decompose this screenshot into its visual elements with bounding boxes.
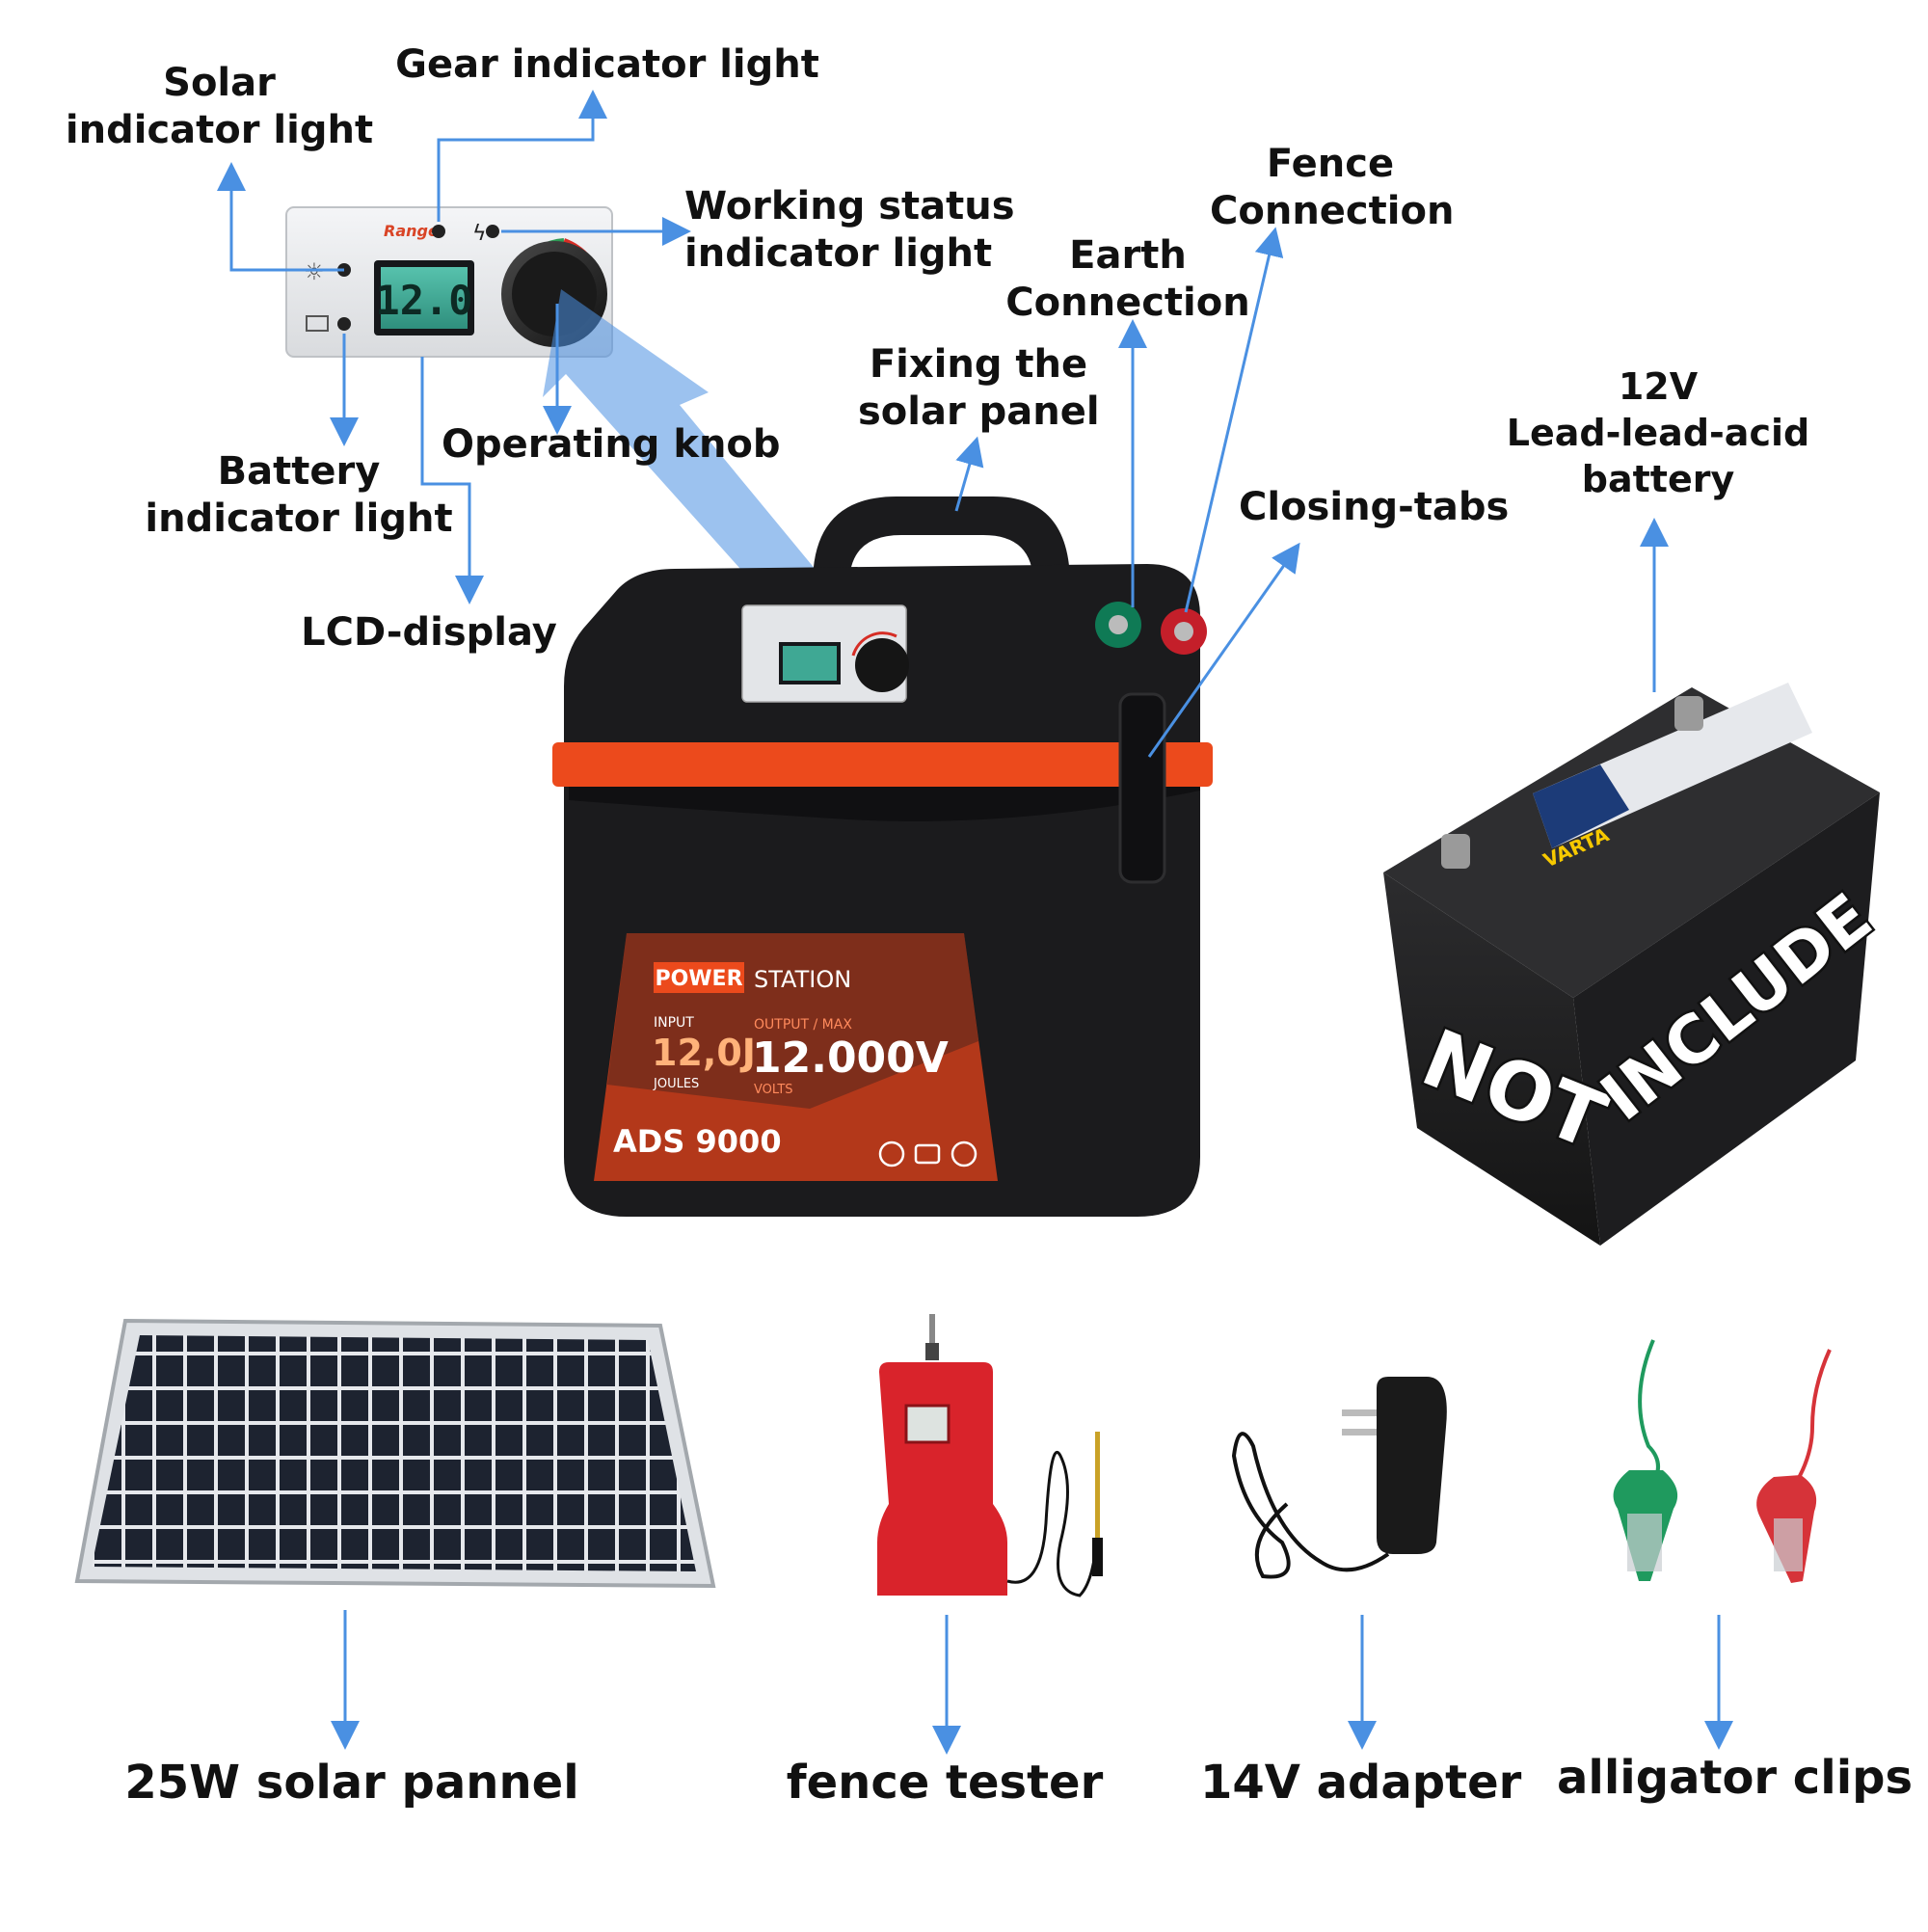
label-battery-indicator: Battery indicator light [145,449,453,541]
battery-indicator-led [337,317,351,331]
lcd-value: 12.0 [375,277,472,324]
label-battery: 12V Lead-lead-acid battery [1506,365,1810,500]
input-value: 12,0J [652,1032,756,1074]
orange-band [552,742,1213,787]
input-label: INPUT [654,1015,694,1031]
battery-terminal-right [1674,696,1703,731]
label-earth-connection: Earth Connection [1005,233,1250,325]
label-fixing-solar: Fixing the solar panel [858,342,1100,434]
battery-icon [306,315,329,332]
brand-station: STATION [754,966,851,993]
arrow-gear-indicator [437,90,607,222]
arrow-closing-tabs [1147,542,1300,758]
lead-acid-battery: VARTA NOT INCLUDE [1383,683,1888,1246]
arrow-fence-connection [1184,227,1284,613]
arrow-solar-indicator [217,162,344,272]
label-working-status: Working status indicator light [684,184,1015,276]
gear-indicator-led [432,225,445,238]
label-operating-knob: Operating knob [442,422,781,467]
label-solar-indicator: Solar indicator light [65,61,374,152]
fence-energizer-device: POWER STATION INPUT 12,0J JOULES OUTPUT … [552,496,1213,1217]
lightning-icon: ϟ [472,222,487,246]
plug-icon [878,1140,905,1167]
label-fence-connection: Fence Connection [1210,142,1455,233]
label-gear-indicator: Gear indicator light [395,42,819,87]
output-value: 12.000V [752,1033,949,1083]
label-adapter: 14V adapter [1200,1756,1522,1810]
lcd-screen [381,267,468,329]
solar-panel-image [74,1318,716,1589]
brand-power: POWER [655,967,742,991]
alligator-clips-image [1613,1339,1832,1583]
closing-tab [1118,692,1166,884]
working-status-led [486,225,499,238]
adapter-image [1231,1377,1447,1579]
input-unit: JOULES [653,1077,699,1091]
fence-tester-image [877,1314,1103,1597]
output-unit: VOLTS [754,1083,793,1097]
arrow-lcd-display [420,357,484,604]
output-label: OUTPUT / MAX [754,1017,852,1033]
label-clips: alligator clips [1557,1751,1914,1805]
model-name: ADS 9000 [613,1123,782,1160]
label-solar-panel: 25W solar pannel [124,1756,579,1810]
battery-terminal-left [1441,834,1470,869]
battery-small-icon [914,1143,941,1165]
label-lcd-display: LCD-display [301,610,557,655]
label-fence-tester: fence tester [786,1756,1104,1810]
arrow-fixing-solar [954,436,984,512]
sun-icon: ☼ [304,258,325,285]
label-closing-tabs: Closing-tabs [1239,485,1510,529]
range-label: Range [384,222,439,240]
callout-arrows [217,90,1733,1755]
solar-small-icon [951,1140,977,1167]
zoom-highlight-arrow [543,289,857,633]
